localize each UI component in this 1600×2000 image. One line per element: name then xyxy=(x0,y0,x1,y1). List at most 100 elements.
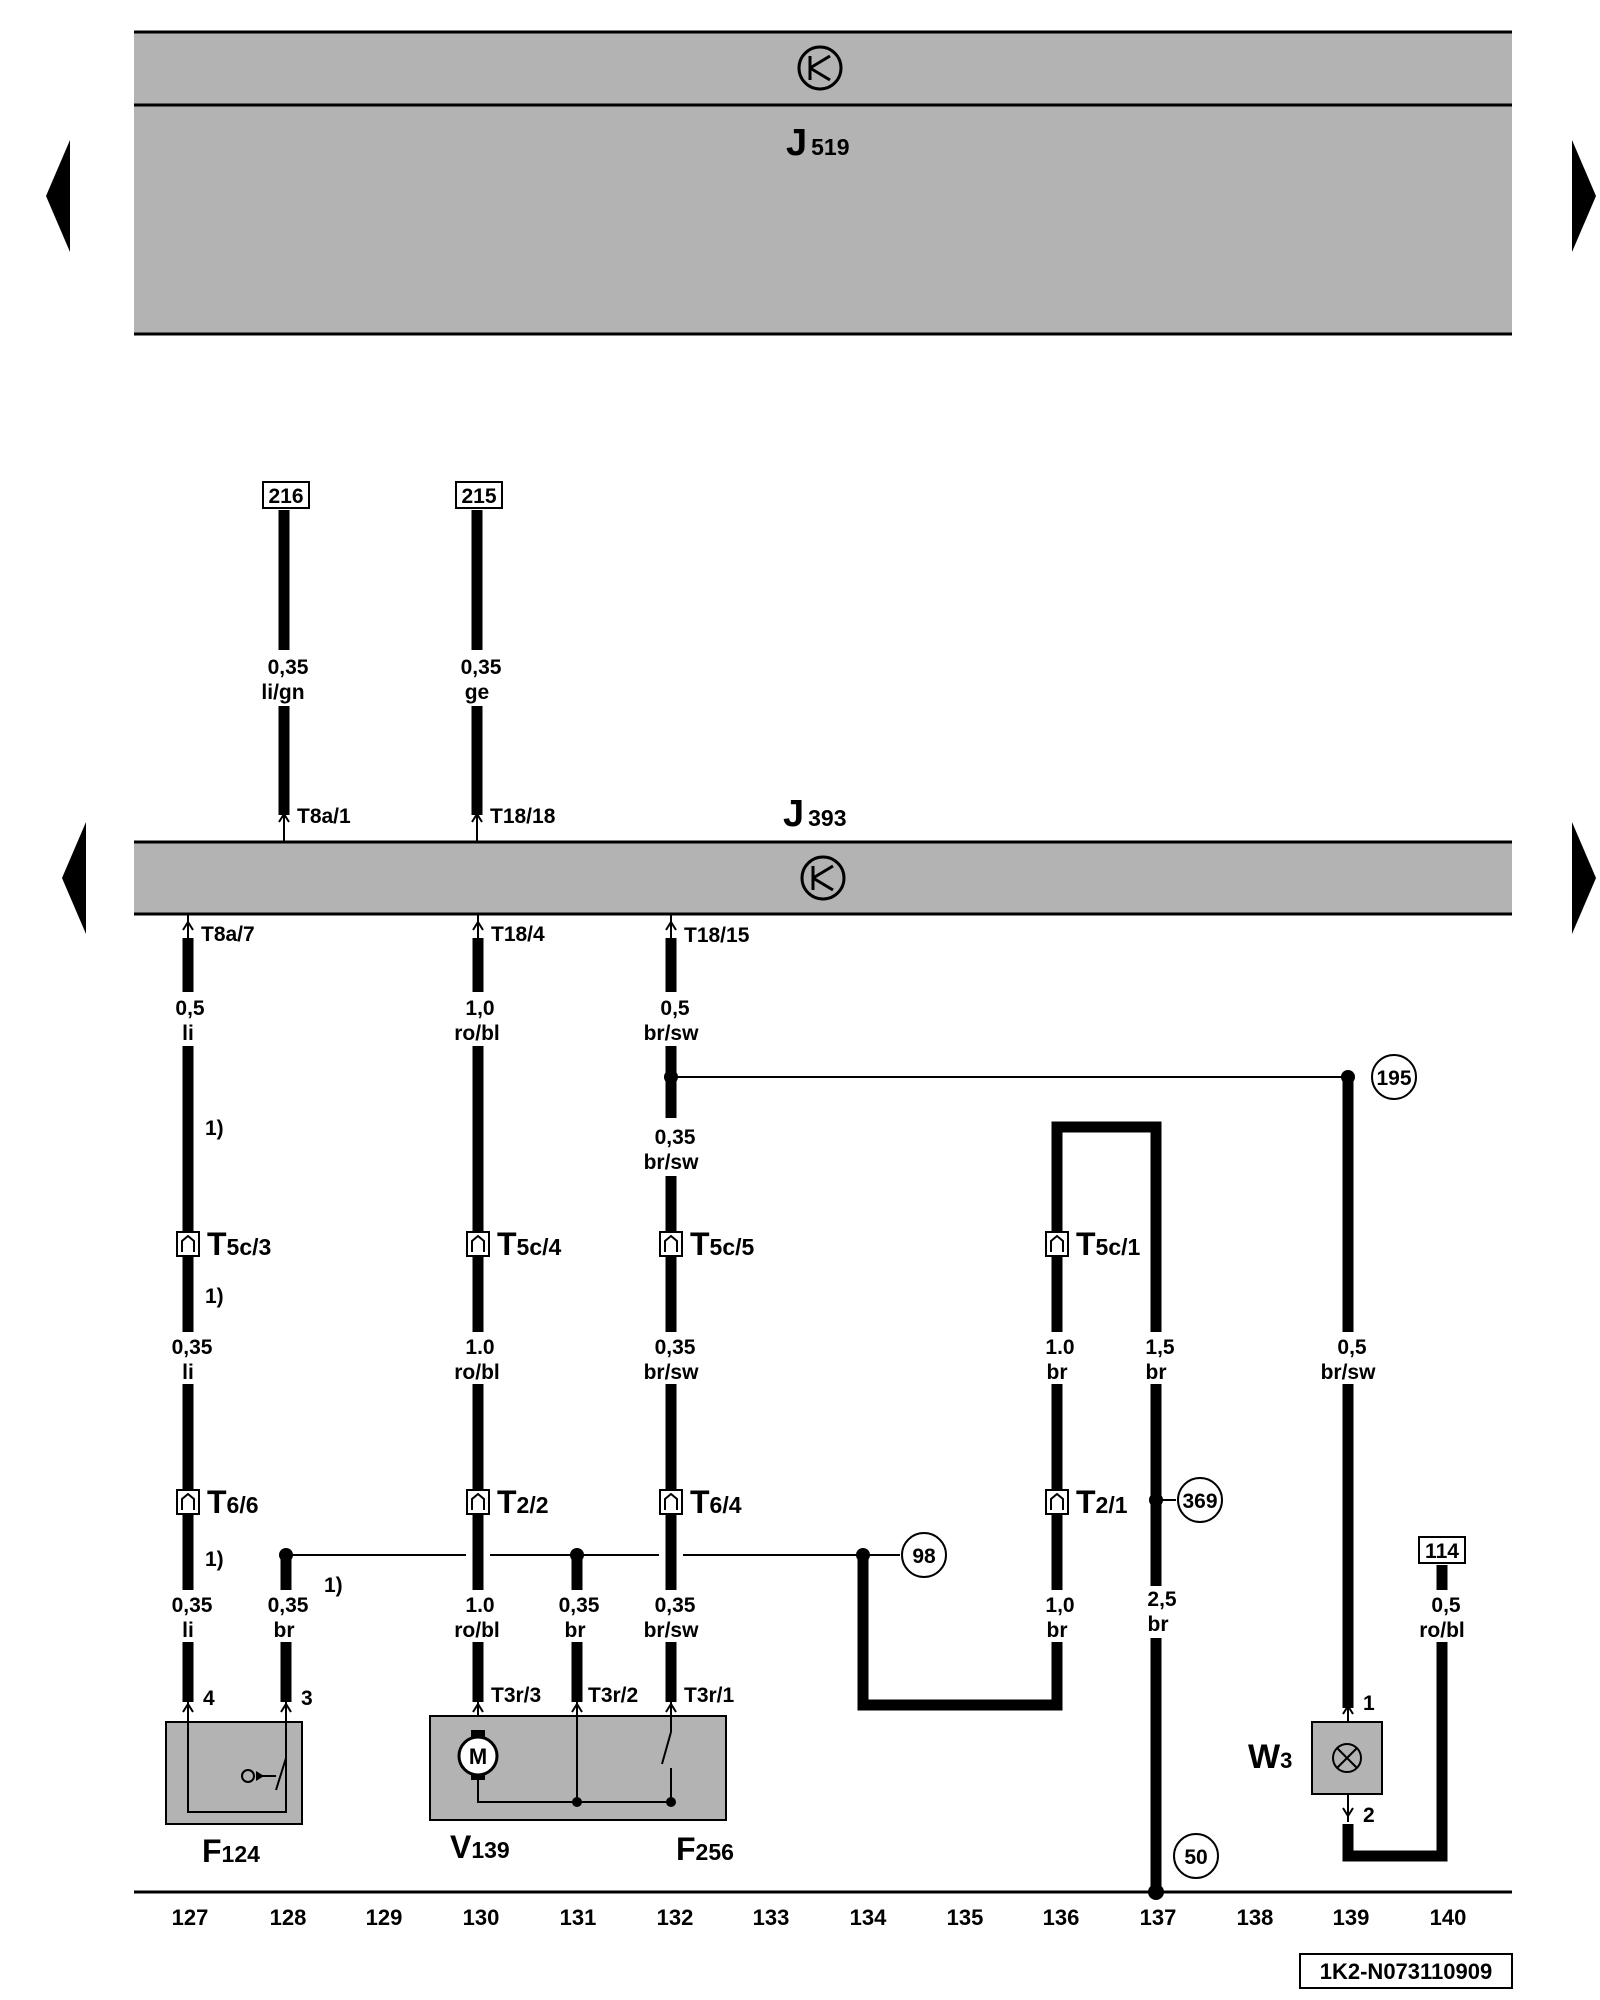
track-number: 138 xyxy=(1237,1905,1274,1930)
wire-132d-color: br/sw xyxy=(644,1619,700,1642)
wire-216-color: li/gn xyxy=(261,681,304,704)
svg-text:T6/6: T6/6 xyxy=(207,1484,259,1520)
wire-132a-color: br/sw xyxy=(644,1022,700,1045)
drawing-id: 1K2-N073110909 xyxy=(1320,1959,1492,1984)
wire-132a-size: 0,5 xyxy=(660,997,690,1020)
track-number: 131 xyxy=(560,1905,597,1930)
wire-139-color: br/sw xyxy=(1321,1361,1377,1384)
component-v139-f256: M xyxy=(429,1715,727,1821)
footnote-1b: 1) xyxy=(205,1285,224,1308)
wire-127a-size: 0,5 xyxy=(175,997,205,1020)
connector-t6-4: T6/4 xyxy=(659,1484,742,1520)
footnote-1a: 1) xyxy=(205,1117,224,1140)
bus-symbol-icon xyxy=(800,855,846,901)
wire-137b-size: 2,5 xyxy=(1147,1588,1177,1611)
wire-127c-size: 0,35 xyxy=(172,1594,213,1617)
track-number: 132 xyxy=(657,1905,694,1930)
bus-symbol-icon xyxy=(797,45,843,91)
pin-4: 4 xyxy=(203,1687,215,1710)
wire-132b-color: br/sw xyxy=(644,1151,700,1174)
ref-195: 195 xyxy=(1376,1067,1411,1090)
connector-t5c-3: T5c/3 xyxy=(176,1226,271,1262)
wire-loop-136-137 xyxy=(857,1121,1162,1894)
pin-t18-4: T18/4 xyxy=(491,923,545,946)
wire-139-size: 0,5 xyxy=(1337,1336,1367,1359)
wire-215-size: 0,35 xyxy=(461,656,502,679)
pin-t8a-7: T8a/7 xyxy=(201,923,255,946)
track-number: 127 xyxy=(172,1905,209,1930)
wire-130b-color: ro/bl xyxy=(454,1361,500,1384)
footnote-1d: 1) xyxy=(324,1574,343,1597)
pin-t8a-1: T8a/1 xyxy=(297,805,351,828)
component-f256-label: F256 xyxy=(676,1831,734,1867)
wire-136b-color: br xyxy=(1047,1619,1068,1642)
connector-t5c-4: T5c/4 xyxy=(466,1226,562,1262)
track-number: 129 xyxy=(366,1905,403,1930)
wire-132c-size: 0,35 xyxy=(655,1336,696,1359)
connector-t2-1: T2/1 xyxy=(1045,1484,1128,1520)
track-numbers: 127 128 129 130 131 132 133 134 135 136 … xyxy=(172,1905,1467,1930)
ref-98: 98 xyxy=(912,1545,936,1568)
nav-arrow-left-top-icon[interactable] xyxy=(46,140,70,252)
svg-text:T2/2: T2/2 xyxy=(497,1484,549,1520)
pin-t18-15: T18/15 xyxy=(684,924,750,947)
wire-137a-size: 1,5 xyxy=(1145,1336,1175,1359)
wire-130a-color: ro/bl xyxy=(454,1022,500,1045)
footnote-1c: 1) xyxy=(205,1548,224,1571)
pin-2: 2 xyxy=(1363,1804,1375,1827)
pin-t3r-3: T3r/3 xyxy=(491,1684,541,1707)
wire-132b-size: 0,35 xyxy=(655,1126,696,1149)
track-number: 130 xyxy=(463,1905,500,1930)
wire-132c-color: br/sw xyxy=(644,1361,700,1384)
track-number: 135 xyxy=(947,1905,984,1930)
wire-131-color: br xyxy=(565,1619,586,1642)
svg-text:T6/4: T6/4 xyxy=(690,1484,742,1520)
pin-3: 3 xyxy=(301,1687,313,1710)
wire-140-size: 0,5 xyxy=(1431,1594,1461,1617)
track-number: 140 xyxy=(1430,1905,1467,1930)
svg-text:T5c/4: T5c/4 xyxy=(497,1226,562,1262)
wire-132d-size: 0,35 xyxy=(655,1594,696,1617)
ref-114: 114 xyxy=(1425,1540,1459,1563)
track-number: 136 xyxy=(1043,1905,1080,1930)
wire-140-color: ro/bl xyxy=(1419,1619,1465,1642)
nav-arrow-left-mid-icon[interactable] xyxy=(62,822,86,934)
track-number: 139 xyxy=(1333,1905,1370,1930)
wire-127c-color: li xyxy=(182,1619,194,1642)
connector-t2-2: T2/2 xyxy=(466,1484,549,1520)
wire-130c-color: ro/bl xyxy=(454,1619,500,1642)
wire-130a-size: 1,0 xyxy=(465,997,494,1020)
wire-130b-size: 1.0 xyxy=(465,1336,494,1359)
component-w3 xyxy=(1311,1721,1383,1795)
svg-text:T2/1: T2/1 xyxy=(1076,1484,1128,1520)
pin-t3r-1: T3r/1 xyxy=(684,1684,735,1707)
wire-136b-size: 1,0 xyxy=(1045,1594,1074,1617)
wire-127b-size: 0,35 xyxy=(172,1336,213,1359)
svg-text:T5c/1: T5c/1 xyxy=(1076,1226,1141,1262)
svg-text:T5c/5: T5c/5 xyxy=(690,1226,755,1262)
wire-137b-color: br xyxy=(1148,1613,1169,1636)
lamp-symbol-icon xyxy=(1332,1743,1362,1773)
ref-215: 215 xyxy=(461,485,496,508)
track-number: 137 xyxy=(1140,1905,1177,1930)
wire-128-size: 0,35 xyxy=(268,1594,309,1617)
wire-130c-size: 1.0 xyxy=(465,1594,494,1617)
wire-215-color: ge xyxy=(465,681,490,704)
wire-136a-size: 1.0 xyxy=(1045,1336,1074,1359)
ref-50: 50 xyxy=(1184,1846,1207,1869)
wire-128-color: br xyxy=(274,1619,295,1642)
nav-arrow-right-top-icon[interactable] xyxy=(1572,140,1596,252)
nav-arrow-right-mid-icon[interactable] xyxy=(1572,822,1596,934)
wire-127b-color: li xyxy=(182,1361,194,1384)
component-v139-label: V139 xyxy=(450,1829,510,1865)
component-f124 xyxy=(165,1721,303,1825)
wire-131-size: 0,35 xyxy=(559,1594,600,1617)
ref-369: 369 xyxy=(1182,1490,1217,1513)
ref-216: 216 xyxy=(268,485,303,508)
motor-symbol-icon: M xyxy=(469,1744,487,1769)
track-number: 128 xyxy=(270,1905,307,1930)
wire-137a-color: br xyxy=(1146,1361,1167,1384)
